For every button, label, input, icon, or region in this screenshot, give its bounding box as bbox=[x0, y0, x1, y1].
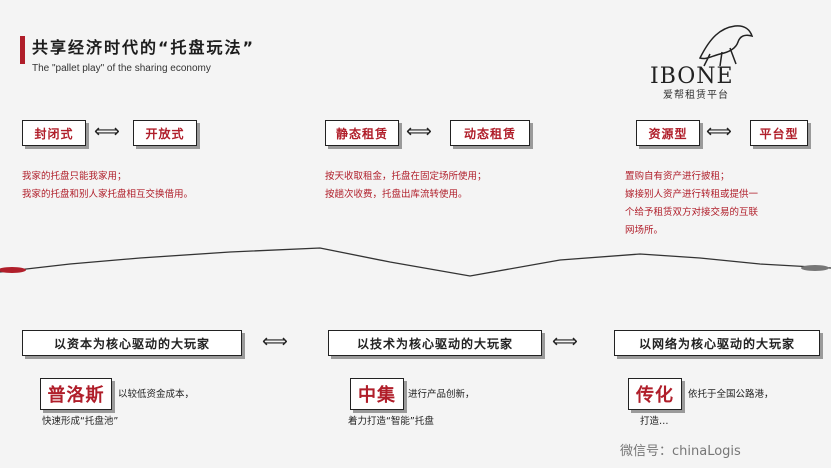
double-arrow-icon: ⟺ bbox=[94, 121, 120, 142]
double-arrow-icon: ⟺ bbox=[706, 121, 732, 142]
logo-subtitle: 爱帮租赁平台 bbox=[663, 90, 729, 101]
page-subtitle: The "pallet play" of the sharing economy bbox=[32, 63, 211, 74]
brand-cimc: 中集 bbox=[350, 378, 404, 410]
closed-desc: 我家的托盘只能我家用； 我家的托盘和别人家托盘相互交换借用。 bbox=[22, 171, 194, 201]
brand-transfar: 传化 bbox=[628, 378, 682, 410]
page-title: 共享经济时代的“托盘玩法” bbox=[32, 38, 256, 57]
static-lease-box: 静态租赁 bbox=[325, 120, 399, 146]
lease-desc: 按天收取租金，托盘在固定场所使用； 按趟次收费，托盘出库流转使用。 bbox=[325, 171, 487, 201]
horse-logo-icon bbox=[698, 25, 754, 67]
wechat-watermark: 微信号：chinaLogis bbox=[620, 444, 741, 459]
gls-line1: 以较低资金成本， bbox=[118, 389, 195, 400]
open-mode-box: 开放式 bbox=[133, 120, 197, 146]
dynamic-lease-box: 动态租赁 bbox=[450, 120, 530, 146]
platform-desc: 置购自有资产进行披租； 嫁接别人资产进行转租或提供一 个给予租赁双方对接交易的互… bbox=[625, 171, 759, 237]
tech-driven-box: 以技术为核心驱动的大玩家 bbox=[328, 330, 542, 356]
transfar-line2: 打造… bbox=[640, 416, 669, 427]
brand-gls: 普洛斯 bbox=[40, 378, 112, 410]
timeline-wave bbox=[0, 247, 831, 277]
double-arrow-icon: ⟺ bbox=[262, 331, 288, 352]
closed-mode-box: 封闭式 bbox=[22, 120, 86, 146]
transfar-line1: 依托于全国公路港， bbox=[688, 389, 774, 400]
title-accent-bar bbox=[20, 36, 25, 64]
resource-type-box: 资源型 bbox=[636, 120, 700, 146]
gls-line2: 快速形成“托盘池” bbox=[42, 416, 119, 427]
cimc-line1: 进行产品创新， bbox=[408, 389, 475, 400]
platform-type-box: 平台型 bbox=[750, 120, 808, 146]
logo-wordmark: IBONE bbox=[650, 64, 734, 89]
capital-driven-box: 以资本为核心驱动的大玩家 bbox=[22, 330, 242, 356]
cimc-line2: 着力打造“智能”托盘 bbox=[348, 416, 434, 427]
double-arrow-icon: ⟺ bbox=[406, 121, 432, 142]
network-driven-box: 以网络为核心驱动的大玩家 bbox=[614, 330, 820, 356]
double-arrow-icon: ⟺ bbox=[552, 331, 578, 352]
